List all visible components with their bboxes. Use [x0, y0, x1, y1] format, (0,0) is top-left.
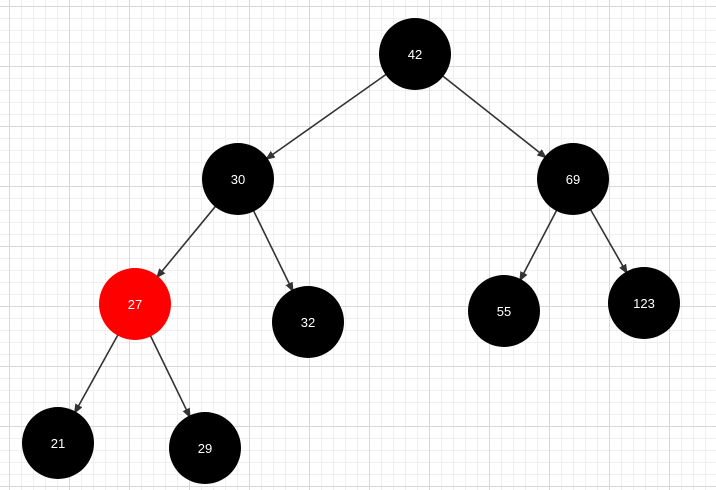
edge-69-55	[519, 206, 559, 282]
node-label: 123	[633, 295, 655, 311]
tree-node-21[interactable]: 21	[22, 407, 94, 479]
node-label: 32	[300, 314, 316, 330]
edge-27-29	[148, 332, 191, 419]
node-label: 30	[230, 171, 246, 187]
tree-node-42[interactable]: 42	[379, 18, 451, 90]
edge-30-32	[251, 207, 294, 293]
edge-69-123	[588, 206, 628, 275]
tree-node-69[interactable]: 69	[537, 143, 609, 215]
tree-node-32[interactable]: 32	[272, 286, 344, 358]
tree-node-123[interactable]: 123	[608, 267, 680, 339]
node-label: 21	[50, 435, 66, 451]
tree-node-55[interactable]: 55	[468, 275, 540, 347]
edge-42-69	[439, 73, 548, 159]
tree-node-30[interactable]: 30	[202, 143, 274, 215]
node-label: 69	[565, 171, 581, 187]
node-label: 42	[407, 46, 423, 62]
edge-30-27	[155, 203, 219, 279]
tree-node-27[interactable]: 27	[99, 268, 171, 340]
edge-27-21	[73, 331, 121, 415]
edge-42-30	[264, 71, 390, 161]
node-label: 27	[127, 296, 143, 312]
tree-node-29[interactable]: 29	[169, 412, 241, 484]
node-label: 55	[496, 303, 512, 319]
node-label: 29	[197, 440, 213, 456]
